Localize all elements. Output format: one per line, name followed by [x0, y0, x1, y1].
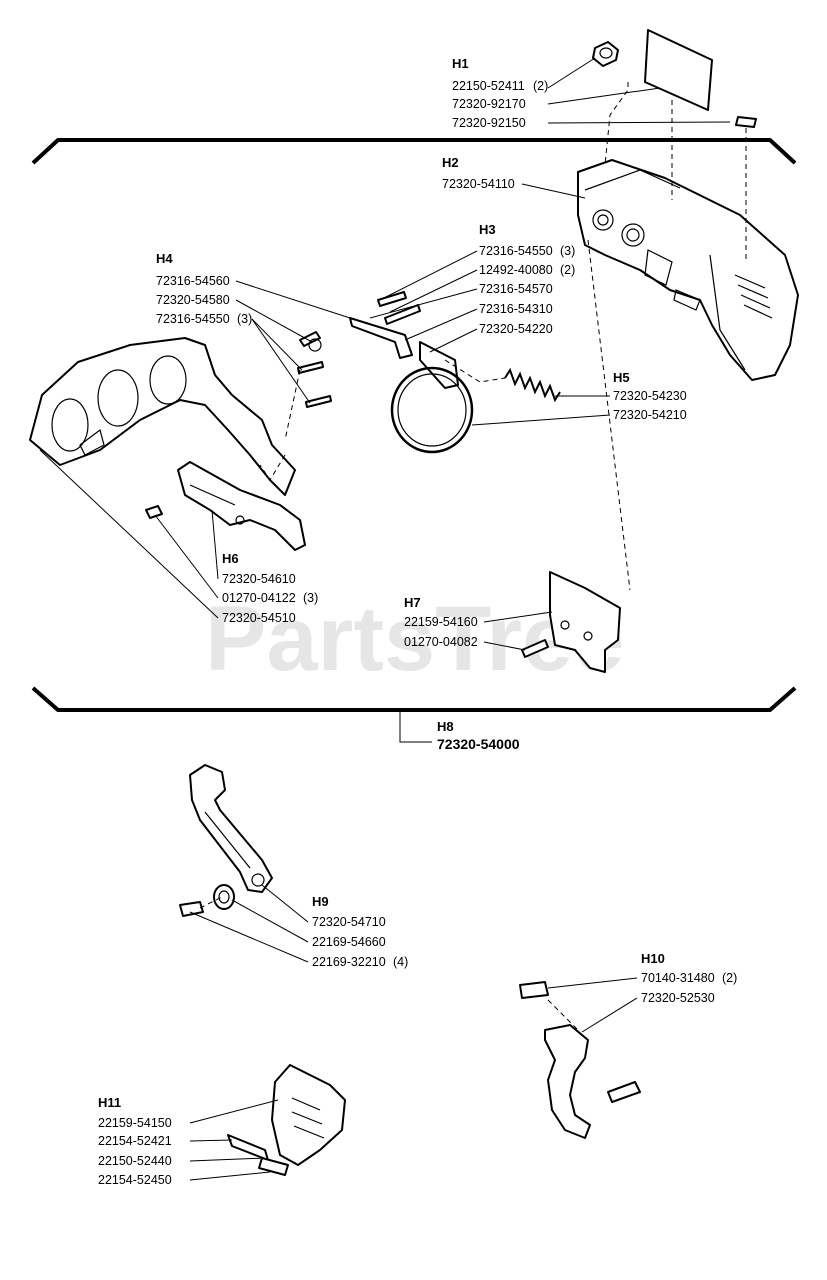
part-number: 72316-54550	[479, 244, 553, 258]
group-h3: H3 72316-54550 (3) 12492-40080 (2) 72316…	[479, 222, 575, 336]
part-qty: (2)	[560, 263, 575, 277]
group-title: H5	[613, 370, 630, 385]
h2-cover-drawing	[577, 159, 799, 381]
group-title: H10	[641, 951, 665, 966]
part-number: 72320-54220	[479, 322, 553, 336]
h1-label-plate-drawing	[644, 29, 713, 111]
part-number: 72320-54510	[222, 611, 296, 625]
part-number: 72320-54230	[613, 389, 687, 403]
part-number: 72320-54710	[312, 915, 386, 929]
part-qty: (2)	[722, 971, 737, 985]
h7-plate-drawing	[521, 571, 621, 673]
assembly-guide-lines	[199, 82, 747, 1031]
part-number: 22169-54660	[312, 935, 386, 949]
part-number: 70140-31480	[641, 971, 715, 985]
group-h10: H10 70140-31480 (2) 72320-52530	[641, 951, 737, 1005]
part-number: 22169-32210	[312, 955, 386, 969]
part-number: 72316-54310	[479, 302, 553, 316]
group-h8: H8 72320-54000	[437, 719, 520, 752]
part-qty: (3)	[237, 312, 252, 326]
part-number: 72316-54550	[156, 312, 230, 326]
part-number: 12492-40080	[479, 263, 553, 277]
part-number: 72320-54580	[156, 293, 230, 307]
h1-nut-drawing	[592, 41, 619, 67]
leader-lines	[39, 57, 731, 1181]
h3-brake-band-drawing	[390, 366, 474, 454]
part-number: 72320-54000	[437, 736, 520, 752]
group-title: H6	[222, 551, 239, 566]
group-title: H11	[98, 1095, 121, 1110]
h9-bracket-drawing	[179, 764, 273, 917]
part-number: 72320-54210	[613, 408, 687, 422]
part-number: 22150-52440	[98, 1154, 172, 1168]
group-title: H8	[437, 719, 454, 734]
group-title: H1	[452, 56, 469, 71]
h10-bracket-drawing	[519, 981, 641, 1139]
assembly-bracket-top	[31, 138, 797, 165]
part-qty: (2)	[533, 79, 548, 93]
h6-lever-drawing	[145, 461, 306, 551]
group-title: H7	[404, 595, 421, 610]
part-number: 22159-54150	[98, 1116, 172, 1130]
part-qty: (3)	[560, 244, 575, 258]
group-h7: H7 22159-54160 01270-04082	[404, 595, 478, 649]
h4-handguard-drawing	[29, 331, 332, 496]
part-qty: (4)	[393, 955, 408, 969]
group-h4: H4 72316-54560 72320-54580 72316-54550 (…	[156, 251, 252, 326]
part-number: 72320-92170	[452, 97, 526, 111]
h11-plate-drawing	[227, 1064, 346, 1176]
group-title: H4	[156, 251, 173, 266]
assembly-leader	[399, 712, 432, 743]
group-h2: H2 72320-54110	[442, 155, 515, 191]
part-number: 72320-54110	[442, 177, 515, 191]
assembly-bracket-bottom	[31, 686, 797, 712]
group-h9: H9 72320-54710 22169-54660 22169-32210 (…	[312, 894, 408, 969]
group-title: H9	[312, 894, 329, 909]
group-h5: H5 72320-54230 72320-54210	[613, 370, 687, 422]
h1-small-tab-drawing	[735, 116, 757, 128]
part-number: 72320-92150	[452, 116, 526, 130]
h3-pins-drawing	[349, 291, 459, 389]
part-qty: (3)	[303, 591, 318, 605]
group-h6: H6 72320-54610 01270-04122 (3) 72320-545…	[222, 551, 318, 625]
part-number: 01270-04082	[404, 635, 478, 649]
part-number: 22150-52411	[452, 79, 525, 93]
h5-spring-drawing	[504, 367, 561, 403]
group-h1: H1 22150-52411 (2) 72320-92170 72320-921…	[452, 56, 548, 130]
part-number: 72316-54560	[156, 274, 230, 288]
part-number: 22159-54160	[404, 615, 478, 629]
group-title: H2	[442, 155, 459, 170]
part-number: 22154-52421	[98, 1134, 172, 1148]
part-number: 72320-54610	[222, 572, 296, 586]
group-title: H3	[479, 222, 496, 237]
group-h11: H11 22159-54150 22154-52421 22150-52440 …	[98, 1095, 172, 1187]
part-number: 72320-52530	[641, 991, 715, 1005]
part-number: 72316-54570	[479, 282, 553, 296]
part-number: 22154-52450	[98, 1173, 172, 1187]
part-number: 01270-04122	[222, 591, 296, 605]
